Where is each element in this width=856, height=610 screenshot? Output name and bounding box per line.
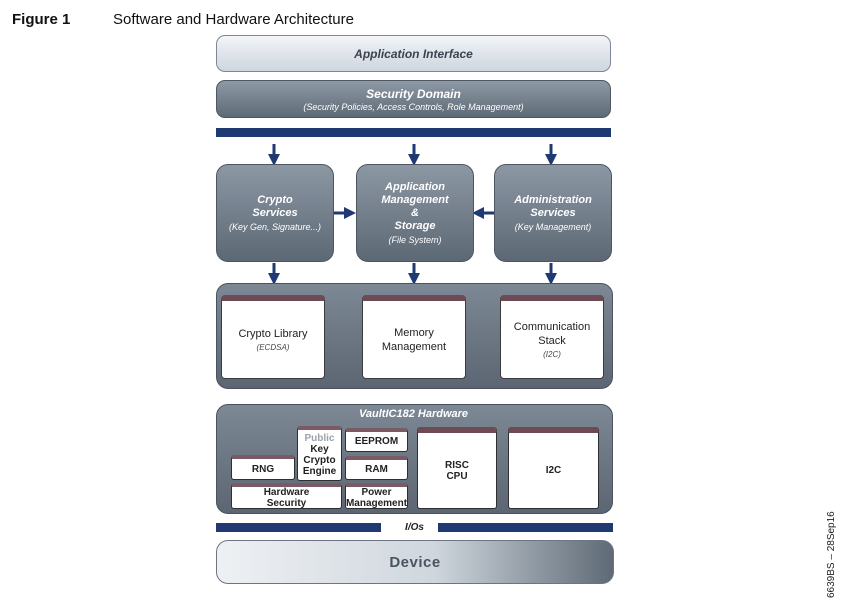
app-management-line3: & [411,207,419,219]
pke-line2: Key [310,444,329,455]
crypto-library-box: Crypto Library (ECDSA) [221,295,325,379]
risc-cpu-box: RISC CPU [417,427,497,509]
device-label: Device [389,553,441,571]
application-interface-label: Application Interface [354,46,473,61]
application-interface-box: Application Interface [216,35,611,72]
power-management-line2: Management [345,497,408,509]
hardware-security-box: Hardware Security [231,483,342,509]
crypto-services-line2: Services [252,207,298,219]
ios-bar-left [216,523,381,532]
risc-cpu-line1: RISC [445,459,469,471]
ios-bar-right [438,523,613,532]
power-management-box: Power Management [345,483,408,509]
rng-box: RNG [231,455,295,480]
rng-label: RNG [251,463,275,475]
app-management-box: Application Management & Storage (File S… [356,164,474,262]
crypto-services-box: Crypto Services (Key Gen, Signature...) [216,164,334,262]
app-management-sub: (File System) [388,235,442,245]
security-domain-sub: (Security Policies, Access Controls, Rol… [303,102,524,112]
i2c-box: I2C [508,427,599,509]
pke-box: Public Key Crypto Engine [297,426,342,481]
app-management-line2: Management [381,194,449,206]
memory-management-line2: Management [381,340,447,353]
security-domain-label: Security Domain [366,87,461,101]
arrow-group [268,144,557,285]
pke-line3: Crypto [303,455,336,466]
communication-stack-label: Communication Stack [513,321,591,347]
crypto-services-sub: (Key Gen, Signature...) [228,222,322,232]
memory-management-box: Memory Management [362,295,466,379]
hardware-security-line2: Security [266,497,307,509]
admin-services-box: Administration Services (Key Management) [494,164,612,262]
ram-box: RAM [345,456,408,480]
power-management-line1: Power [361,486,392,498]
crypto-library-label: Crypto Library [238,328,308,340]
hardware-title: VaultIC182 Hardware [358,408,469,420]
admin-services-sub: (Key Management) [514,222,592,232]
communication-stack-sub: (I2C) [543,350,561,359]
side-code: 6639BS – 28Sep16 [826,511,837,598]
risc-cpu-line2: CPU [446,470,468,482]
memory-management-line1: Memory [394,326,434,339]
pke-line1: Public [304,433,335,444]
crypto-library-sub: (ECDSA) [256,343,290,352]
security-domain-box: Security Domain (Security Policies, Acce… [216,80,611,118]
pke-line4: Engine [302,466,337,477]
i2c-label: I2C [545,465,562,476]
eeprom-box: EEPROM [345,428,408,452]
crypto-services-line1: Crypto [257,194,293,206]
hardware-security-line1: Hardware [263,486,310,498]
app-management-line4: Storage [394,220,436,232]
communication-stack-box: Communication Stack (I2C) [500,295,604,379]
figure-title: Software and Hardware Architecture [113,11,354,28]
app-management-line1: Application [385,181,445,193]
device-box: Device [216,540,614,584]
admin-services-line1: Administration [514,194,592,206]
eeprom-label: EEPROM [354,436,399,447]
ram-label: RAM [365,464,388,475]
bus-bar-top [216,128,611,137]
ios-label: I/Os [405,522,424,533]
admin-services-line2: Services [530,207,576,219]
figure-label: Figure 1 [12,11,71,28]
